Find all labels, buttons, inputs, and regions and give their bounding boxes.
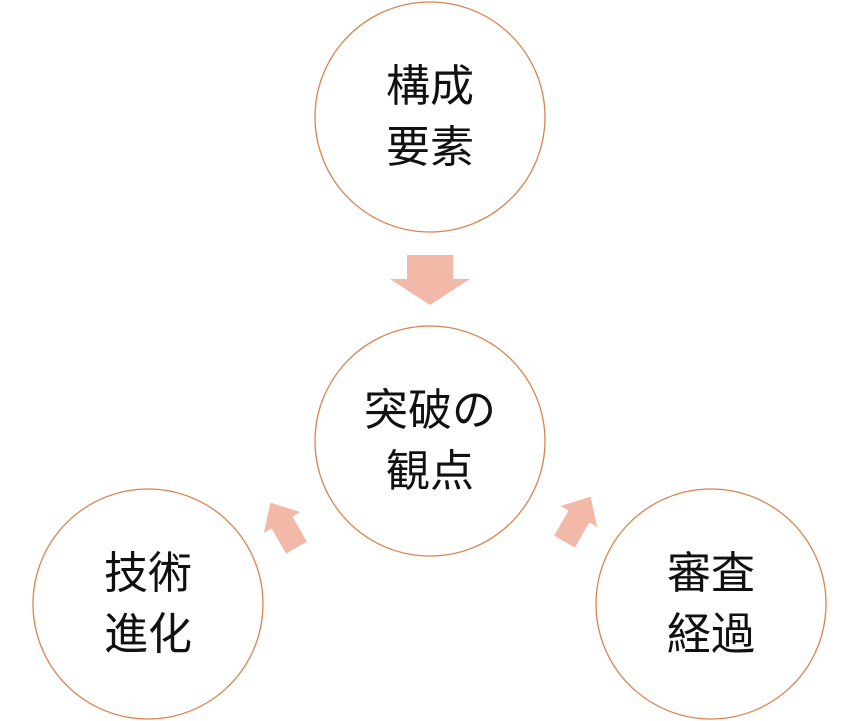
arrow-up-right-icon	[263, 502, 307, 554]
node-top-label-line1: 構成	[386, 61, 474, 112]
node-right: 審査 経過	[595, 488, 827, 720]
node-top-circle	[314, 1, 546, 233]
node-center: 突破の 観点	[314, 325, 546, 557]
arrow-down-icon	[390, 255, 470, 305]
node-left: 技術 進化	[32, 488, 264, 720]
node-center-label-line1: 突破の	[364, 385, 496, 436]
node-top-label-line2: 要素	[386, 122, 474, 173]
node-left-label-line1: 技術	[104, 548, 192, 599]
node-center-label-line2: 観点	[386, 446, 474, 497]
arrow-up-left-icon	[554, 496, 598, 548]
node-center-circle	[314, 325, 546, 557]
node-top: 構成 要素	[314, 1, 546, 233]
node-left-label-line2: 進化	[104, 609, 192, 660]
node-left-circle	[32, 488, 264, 720]
node-right-label-line1: 審査	[667, 548, 755, 599]
node-right-circle	[595, 488, 827, 720]
node-right-label-line2: 経過	[667, 609, 755, 660]
